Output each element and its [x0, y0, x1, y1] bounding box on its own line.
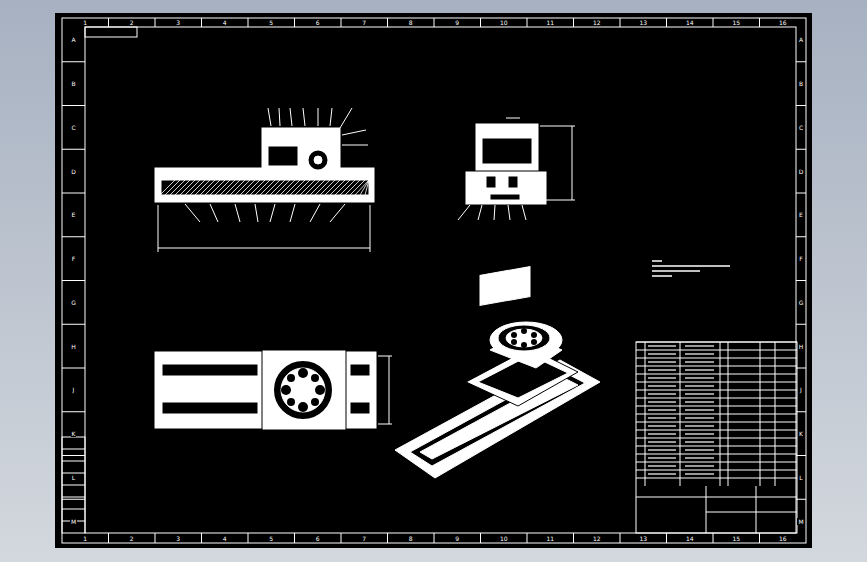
- grid-column-number: 2: [129, 19, 135, 26]
- grid-column-number: 11: [545, 19, 555, 26]
- grid-column-number: 15: [731, 19, 741, 26]
- grid-column-number: 3: [175, 19, 181, 26]
- grid-column-number: 3: [175, 535, 181, 542]
- grid-row-letter: B: [70, 80, 76, 87]
- top-view: [155, 350, 392, 430]
- grid-row-letter: M: [70, 518, 77, 525]
- grid-column-number: 1: [82, 19, 88, 26]
- grid-column-number: 7: [361, 535, 367, 542]
- grid-row-letter: M: [797, 518, 804, 525]
- grid-row-letter: D: [70, 168, 77, 175]
- grid-row-letter: E: [798, 211, 804, 218]
- grid-column-number: 10: [499, 535, 509, 542]
- left-title-strip: [62, 437, 85, 533]
- grid-row-letter: J: [799, 386, 803, 393]
- grid-ticks: [62, 18, 806, 543]
- grid-column-number: 6: [315, 535, 321, 542]
- grid-column-number: 14: [685, 19, 695, 26]
- grid-column-number: 13: [638, 19, 648, 26]
- grid-column-number: 4: [222, 19, 228, 26]
- grid-column-number: 8: [408, 535, 414, 542]
- grid-column-number: 12: [592, 535, 602, 542]
- grid-column-number: 5: [268, 19, 274, 26]
- grid-column-number: 1: [82, 535, 88, 542]
- grid-column-number: 14: [685, 535, 695, 542]
- grid-row-letter: D: [798, 168, 805, 175]
- grid-column-number: 9: [454, 535, 460, 542]
- outer-frame: [62, 18, 806, 543]
- notes: [652, 261, 730, 276]
- side-view: [458, 118, 575, 220]
- grid-row-letter: F: [71, 255, 76, 262]
- grid-column-number: 12: [592, 19, 602, 26]
- grid-column-number: 9: [454, 19, 460, 26]
- grid-row-letter: A: [798, 36, 804, 43]
- grid-row-letter: E: [71, 211, 77, 218]
- grid-row-letter: H: [70, 343, 77, 350]
- grid-row-letter: C: [70, 124, 76, 131]
- grid-row-letter: G: [798, 299, 805, 306]
- grid-row-letter: F: [798, 255, 803, 262]
- grid-row-letter: G: [70, 299, 77, 306]
- grid-column-number: 4: [222, 535, 228, 542]
- grid-row-letter: K: [798, 430, 804, 437]
- grid-column-number: 8: [408, 19, 414, 26]
- grid-column-number: 6: [315, 19, 321, 26]
- corner-box: [85, 27, 137, 37]
- grid-row-letter: H: [798, 343, 805, 350]
- grid-column-number: 2: [129, 535, 135, 542]
- grid-row-letter: B: [798, 80, 804, 87]
- grid-row-letter: L: [798, 474, 803, 481]
- grid-column-number: 7: [361, 19, 367, 26]
- grid-row-letter: C: [798, 124, 804, 131]
- grid-column-number: 15: [731, 535, 741, 542]
- grid-row-letter: K: [71, 430, 77, 437]
- grid-column-number: 5: [268, 535, 274, 542]
- grid-row-letter: J: [72, 386, 76, 393]
- isometric-view: [395, 267, 600, 478]
- grid-column-number: 13: [638, 535, 648, 542]
- grid-column-number: 10: [499, 19, 509, 26]
- parts-list: [636, 342, 797, 533]
- grid-column-number: 16: [778, 19, 788, 26]
- grid-column-number: 11: [545, 535, 555, 542]
- grid-row-letter: A: [70, 36, 76, 43]
- grid-column-number: 16: [778, 535, 788, 542]
- front-view: [155, 108, 374, 252]
- grid-row-letter: L: [71, 474, 76, 481]
- inner-frame: [85, 27, 796, 533]
- sheet: [55, 13, 812, 548]
